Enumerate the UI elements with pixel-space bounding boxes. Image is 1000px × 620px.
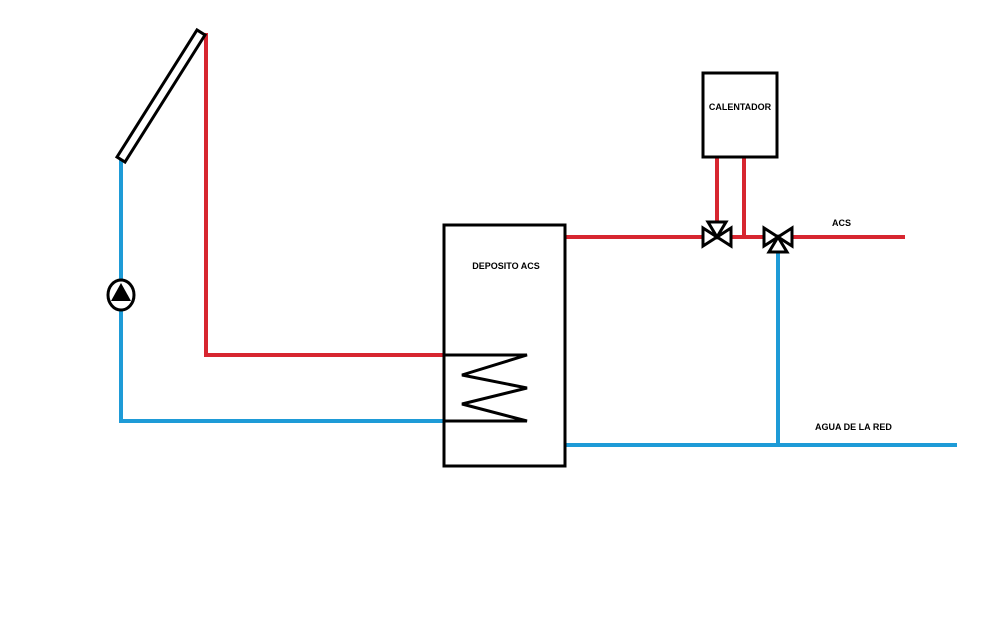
circulation-pump-icon <box>106 278 136 312</box>
heater-label: CALENTADOR <box>709 102 772 112</box>
collector-return-pipe <box>119 160 444 423</box>
tank-label: DEPOSITO ACS <box>472 261 540 271</box>
solar-panel-icon <box>114 27 208 165</box>
collector-supply-pipe <box>204 33 444 357</box>
three-way-valve-icon <box>762 225 794 254</box>
tank-body <box>442 223 567 468</box>
cold-pipes <box>119 160 957 447</box>
hot-pipes <box>204 33 905 357</box>
acs-label: ACS <box>832 218 851 228</box>
three-way-valve-icon <box>701 220 733 249</box>
heater-box <box>701 71 779 159</box>
mains-label: AGUA DE LA RED <box>815 422 892 432</box>
heat-exchanger-coil-icon <box>444 353 528 423</box>
